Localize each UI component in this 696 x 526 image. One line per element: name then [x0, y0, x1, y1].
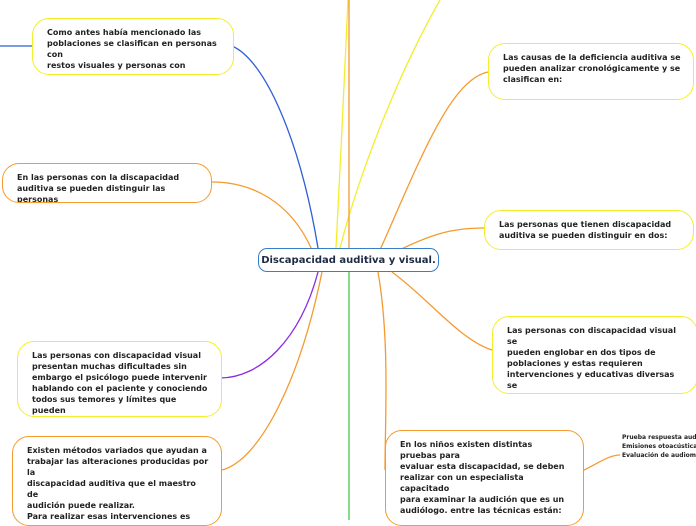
link-psychologist — [219, 271, 319, 379]
node-vision-classification[interactable]: Como antes había mencionado las poblacio… — [32, 18, 234, 75]
node-hearing-groups[interactable]: En las personas con la discapacidad audi… — [2, 163, 212, 203]
leaf-test-2[interactable]: Emisiones otoacústicas — [622, 443, 696, 450]
node-causes[interactable]: Las causas de la deficiencia auditiva se… — [488, 43, 694, 100]
link-visual-two-types — [391, 271, 493, 351]
link-vision-classification — [231, 45, 319, 249]
node-hearing-two[interactable]: Las personas que tienen discapacidad aud… — [484, 210, 694, 250]
leaf-test-1[interactable]: Prueba respuesta auditiva — [622, 434, 696, 441]
node-psychologist[interactable]: Las personas con discapacidad visual pre… — [17, 341, 222, 417]
link-yellow-1 — [335, 0, 349, 249]
link-yellow-2 — [339, 0, 441, 249]
node-methods[interactable]: Existen métodos variados que ayudan a tr… — [12, 436, 222, 526]
link-children-tests — [377, 271, 387, 471]
node-visual-two-types[interactable]: Las personas con discapacidad visual se … — [492, 316, 696, 394]
link-tests-leaf — [583, 454, 621, 471]
link-hearing-two — [394, 227, 485, 253]
leaf-test-3[interactable]: Evaluación de audiometría — [622, 452, 696, 459]
link-methods — [221, 271, 323, 471]
node-children-tests[interactable]: En los niños existen distintas pruebas p… — [385, 430, 584, 526]
central-topic[interactable]: Discapacidad auditiva y visual. — [258, 248, 439, 272]
link-hearing-groups — [211, 181, 313, 251]
link-causes — [379, 71, 489, 251]
